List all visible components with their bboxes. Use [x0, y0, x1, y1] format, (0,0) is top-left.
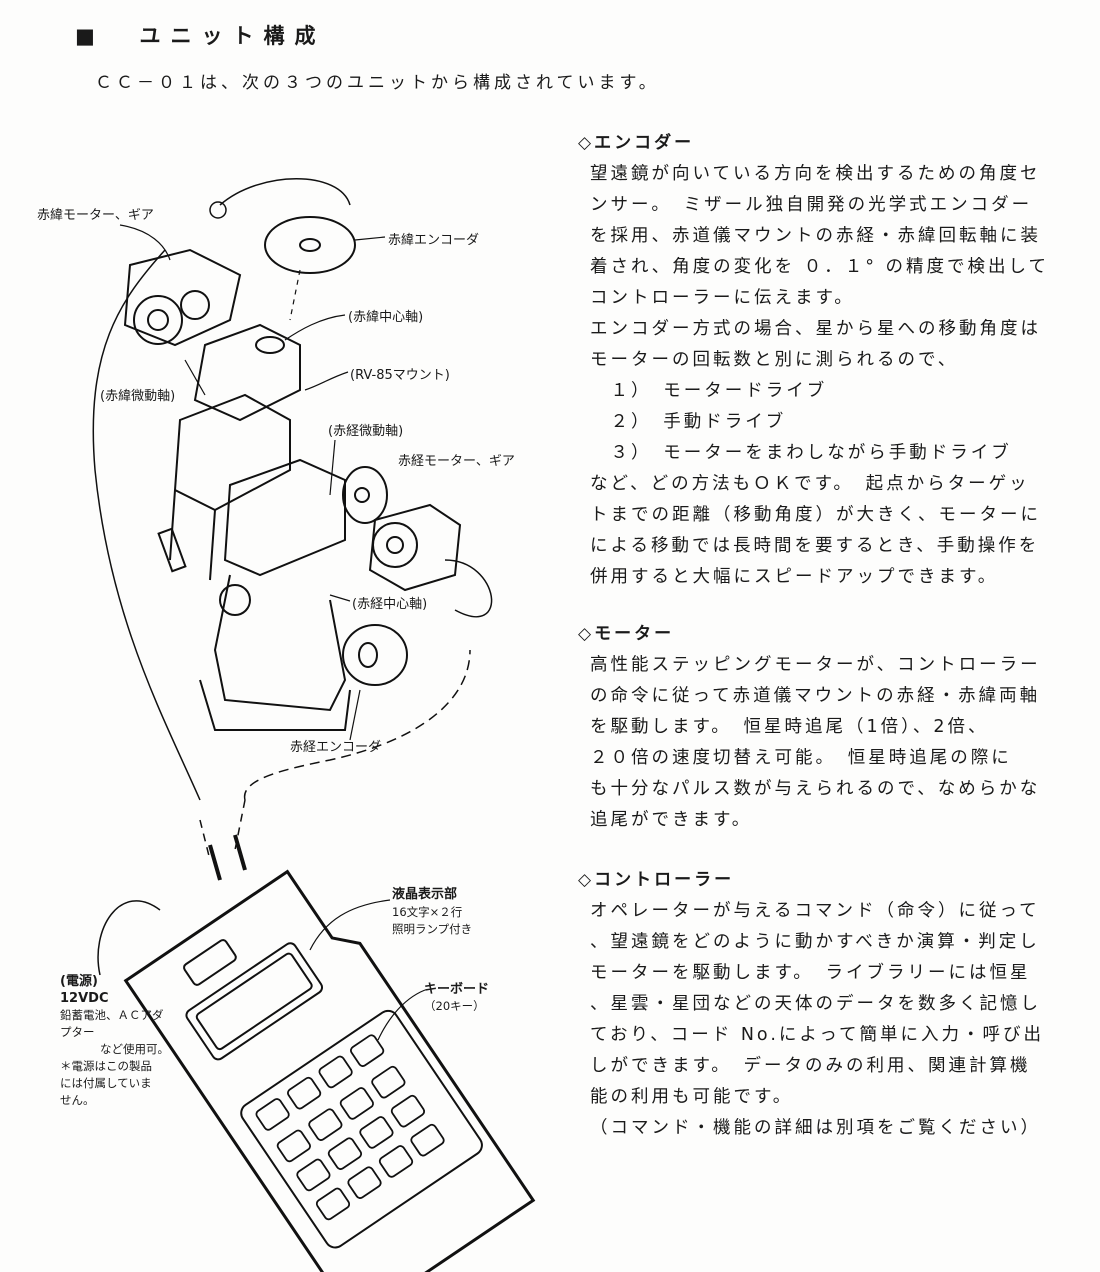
power-note: 鉛蓄電池、ＡＣアダ	[60, 1008, 164, 1022]
body-line: の命令に従って赤道儀マウントの赤経・赤緯両軸	[590, 686, 1041, 706]
dec-encoder	[264, 216, 356, 274]
section-motor: ◇モーター高性能ステッピングモーターが、コントローラーの命令に従って赤道儀マウン…	[578, 619, 1078, 836]
body-line: （コマンド・機能の詳細は別項をご覧ください）	[590, 1118, 1041, 1138]
label-lcd: 液晶表示部	[392, 887, 458, 902]
heading-title: ユニット構成	[139, 24, 326, 48]
body-line: しができます。 データのみの利用、関連計算機	[590, 1056, 1031, 1076]
controller	[123, 869, 536, 1272]
label-lcd-detail: 16文字×２行照明ランプ付き	[392, 904, 472, 938]
section-title: ◇コントローラー	[578, 870, 735, 890]
label-dec-motor: 赤緯モーター、ギア	[37, 208, 154, 223]
body-line: 着され、角度の変化を ０．１° の精度で検出して	[590, 257, 1050, 277]
label-ra-motor: 赤経モーター、ギア	[398, 454, 515, 469]
section-heading: ■ ユニット構成	[75, 20, 325, 50]
mount-body	[193, 323, 301, 422]
lcd-detail-2: 照明ランプ付き	[392, 922, 473, 936]
body-line: 、望遠鏡をどのように動かすべきか演算・判定し	[590, 932, 1040, 952]
ra-cable	[243, 649, 471, 801]
dec-motor	[123, 248, 242, 347]
body-line: 、星雲・星団などの天体のデータを数多く記憶し	[590, 994, 1041, 1014]
body-line: 追尾ができます。	[590, 810, 753, 830]
power-note: など使用可。	[100, 1042, 169, 1056]
label-power: (電源) 12VDC 鉛蓄電池、ＡＣアダ プター など使用可。 ＊電源はこの製品…	[60, 973, 169, 1109]
lcd-detail-1: 16文字×２行	[392, 905, 463, 919]
square-bullet-icon: ■	[75, 24, 105, 48]
power-note: プター	[60, 1025, 95, 1039]
body-line: 能の利用も可能です。	[590, 1087, 794, 1107]
body-line: ２０倍の速度切替え可能。 恒星時追尾の際に	[590, 748, 1012, 768]
body-line: を駆動します。 恒星時追尾（1倍）、2倍、	[590, 717, 989, 737]
body-line: トまでの距離（移動角度）が大きく、モーターに	[590, 505, 1041, 525]
body-line: １） モータードライブ	[590, 381, 828, 401]
label-mount: (RV-85マウント)	[350, 368, 450, 383]
lcd-display	[185, 942, 324, 1061]
body-line: コントローラーに伝えます。	[590, 288, 855, 308]
label-dec-fine: (赤緯微動軸)	[100, 389, 176, 404]
intro-text: ＣＣ－０１は、次の３つのユニットから構成されています。	[95, 73, 660, 93]
label-dec-encoder: 赤緯エンコーダ	[388, 233, 480, 248]
label-keyboard: キーボード	[424, 982, 490, 997]
body-line: ており、コード No.によって簡単に入力・呼び出	[590, 1025, 1044, 1045]
body-line: による移動では長時間を要するとき、手動操作を	[590, 536, 1040, 556]
label-ra-axis: (赤経中心軸)	[352, 597, 428, 612]
dec-cable	[92, 249, 201, 801]
body-line: 併用すると大幅にスピードアップできます。	[590, 567, 999, 587]
power-note: ＊電源はこの製品	[60, 1059, 152, 1073]
body-line: 高性能ステッピングモーターが、コントローラー	[590, 655, 1041, 675]
body-line: ３） モーターをまわしながら手動ドライブ	[590, 443, 1012, 463]
body-line: オペレーターが与えるコマンド（命令）に従って	[590, 901, 1040, 921]
power-note: せん。	[60, 1093, 95, 1107]
body-line: 望遠鏡が向いている方向を検出するための角度セ	[590, 164, 1041, 184]
body-line: エンコダー方式の場合、星から星への移動角度は	[590, 319, 1041, 339]
dec-encoder-cable	[219, 178, 351, 206]
power-title: (電源)	[60, 974, 98, 989]
section-encoder: ◇エンコダー望遠鏡が向いている方向を検出するための角度センサー。 ミザール独自開…	[578, 128, 1078, 593]
label-dec-axis: (赤緯中心軸)	[348, 310, 424, 325]
section-title: ◇エンコダー	[578, 133, 695, 153]
label-keyboard-detail: （20キー）	[424, 999, 485, 1013]
body-line: モーターの回転数と別に測られるので、	[590, 350, 959, 370]
ra-motor-cable	[444, 559, 493, 618]
body-line: ２） 手動ドライブ	[590, 412, 787, 432]
body-line: など、どの方法もＯＫです。 起点からターゲッ	[590, 474, 1030, 494]
body-line: ンサー。 ミザール独自開発の光学式エンコダー	[590, 195, 1033, 215]
body-line: を採用、赤道儀マウントの赤経・赤緯回転軸に装	[590, 226, 1041, 246]
power-note: には付属していま	[60, 1076, 152, 1090]
keypad	[240, 1009, 483, 1249]
label-ra-fine: (赤経微動軸)	[328, 424, 404, 439]
dec-motor-gear	[133, 295, 183, 345]
section-controller: ◇コントローラーオペレーターが与えるコマンド（命令）に従って、望遠鏡をどのように…	[578, 865, 1078, 1144]
label-ra-encoder: 赤経エンコーダ	[290, 740, 382, 755]
body-line: も十分なパルス数が与えられるので、なめらかな	[590, 779, 1041, 799]
body-line: モーターを駆動します。 ライブラリーには恒星	[590, 963, 1031, 983]
power-voltage: 12VDC	[60, 991, 109, 1006]
ra-encoder	[342, 624, 408, 686]
cable-loop	[209, 201, 227, 219]
section-title: ◇モーター	[578, 624, 675, 644]
ra-motor	[368, 503, 462, 592]
